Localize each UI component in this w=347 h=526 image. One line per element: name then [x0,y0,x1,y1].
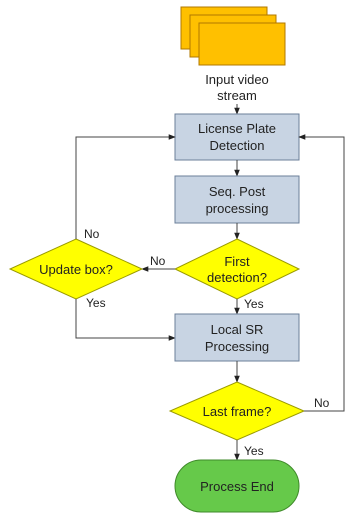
terminal-process-end [174,459,300,513]
local-sr-label-line1: Local SR [211,322,264,337]
update-box-yes-label: Yes [86,296,106,310]
last-frame-no-label: No [314,396,330,410]
post-label-line1: Seq. Post [209,184,266,199]
decision-first-detection [173,238,301,300]
update-box-no-label: No [84,227,100,241]
detection-label-line2: Detection [210,138,265,153]
edge-last-no-to-detection [298,134,345,412]
input-label-line1: Input video [205,72,269,87]
input-video-stack [180,6,286,66]
first-detection-label-line2: detection? [207,270,267,285]
update-box-label: Update box? [39,262,113,277]
edge-update-no-to-detection [75,134,176,239]
first-detection-yes-label: Yes [244,297,264,311]
edge-update-yes-to-local-sr [75,299,176,341]
first-detection-label-line1: First [224,254,250,269]
post-label-line2: processing [206,201,269,216]
first-detection-no-label: No [150,254,166,268]
local-sr-label-line2: Processing [205,339,269,354]
last-frame-label: Last frame? [203,404,272,419]
input-frame-front [198,22,286,66]
process-seq-post-processing [174,175,300,224]
last-frame-yes-label: Yes [244,444,264,458]
detection-label-line1: License Plate [198,121,276,136]
process-end-label: Process End [200,479,274,494]
input-label-line2: stream [217,88,257,103]
